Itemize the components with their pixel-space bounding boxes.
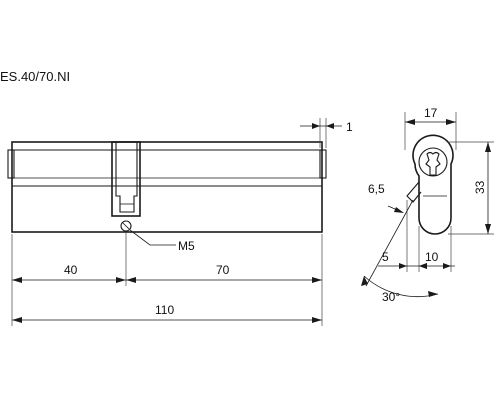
cylinder-side-view xyxy=(406,134,454,235)
cam-slot xyxy=(111,141,141,217)
screw-hole xyxy=(120,220,132,232)
left-collar xyxy=(7,149,15,179)
cylinder-front-view xyxy=(7,141,327,246)
right-length-label: 70 xyxy=(216,263,230,277)
cam xyxy=(406,181,422,203)
width-label: 17 xyxy=(424,106,438,120)
profile-outline xyxy=(412,134,454,235)
length-dimensions xyxy=(11,232,323,326)
keyway xyxy=(425,151,441,176)
cam-offset-b-label: 5 xyxy=(382,250,389,264)
thread-callout-label: M5 xyxy=(178,239,195,253)
cam-offset-a-label: 6,5 xyxy=(368,182,385,196)
height-dimension xyxy=(448,141,494,235)
m5-leader xyxy=(129,229,176,246)
cam-width-dimensions xyxy=(378,200,455,272)
collar-offset-label: 1 xyxy=(346,120,353,134)
cam-angle-dimension xyxy=(361,199,439,298)
total-length-label: 110 xyxy=(155,303,174,317)
collar-dimension xyxy=(300,118,342,148)
right-collar xyxy=(319,149,327,179)
cam-width-label: 10 xyxy=(425,250,439,264)
cam-offset-dimension xyxy=(387,205,404,213)
cam-angle-label: 30° xyxy=(382,290,400,304)
cylinder-body xyxy=(11,141,323,233)
width-dimension xyxy=(404,112,457,150)
height-label: 33 xyxy=(473,180,487,194)
plug-circle xyxy=(418,147,448,177)
drawing-title: ES.40/70.NI xyxy=(0,69,70,84)
left-length-label: 40 xyxy=(64,263,78,277)
